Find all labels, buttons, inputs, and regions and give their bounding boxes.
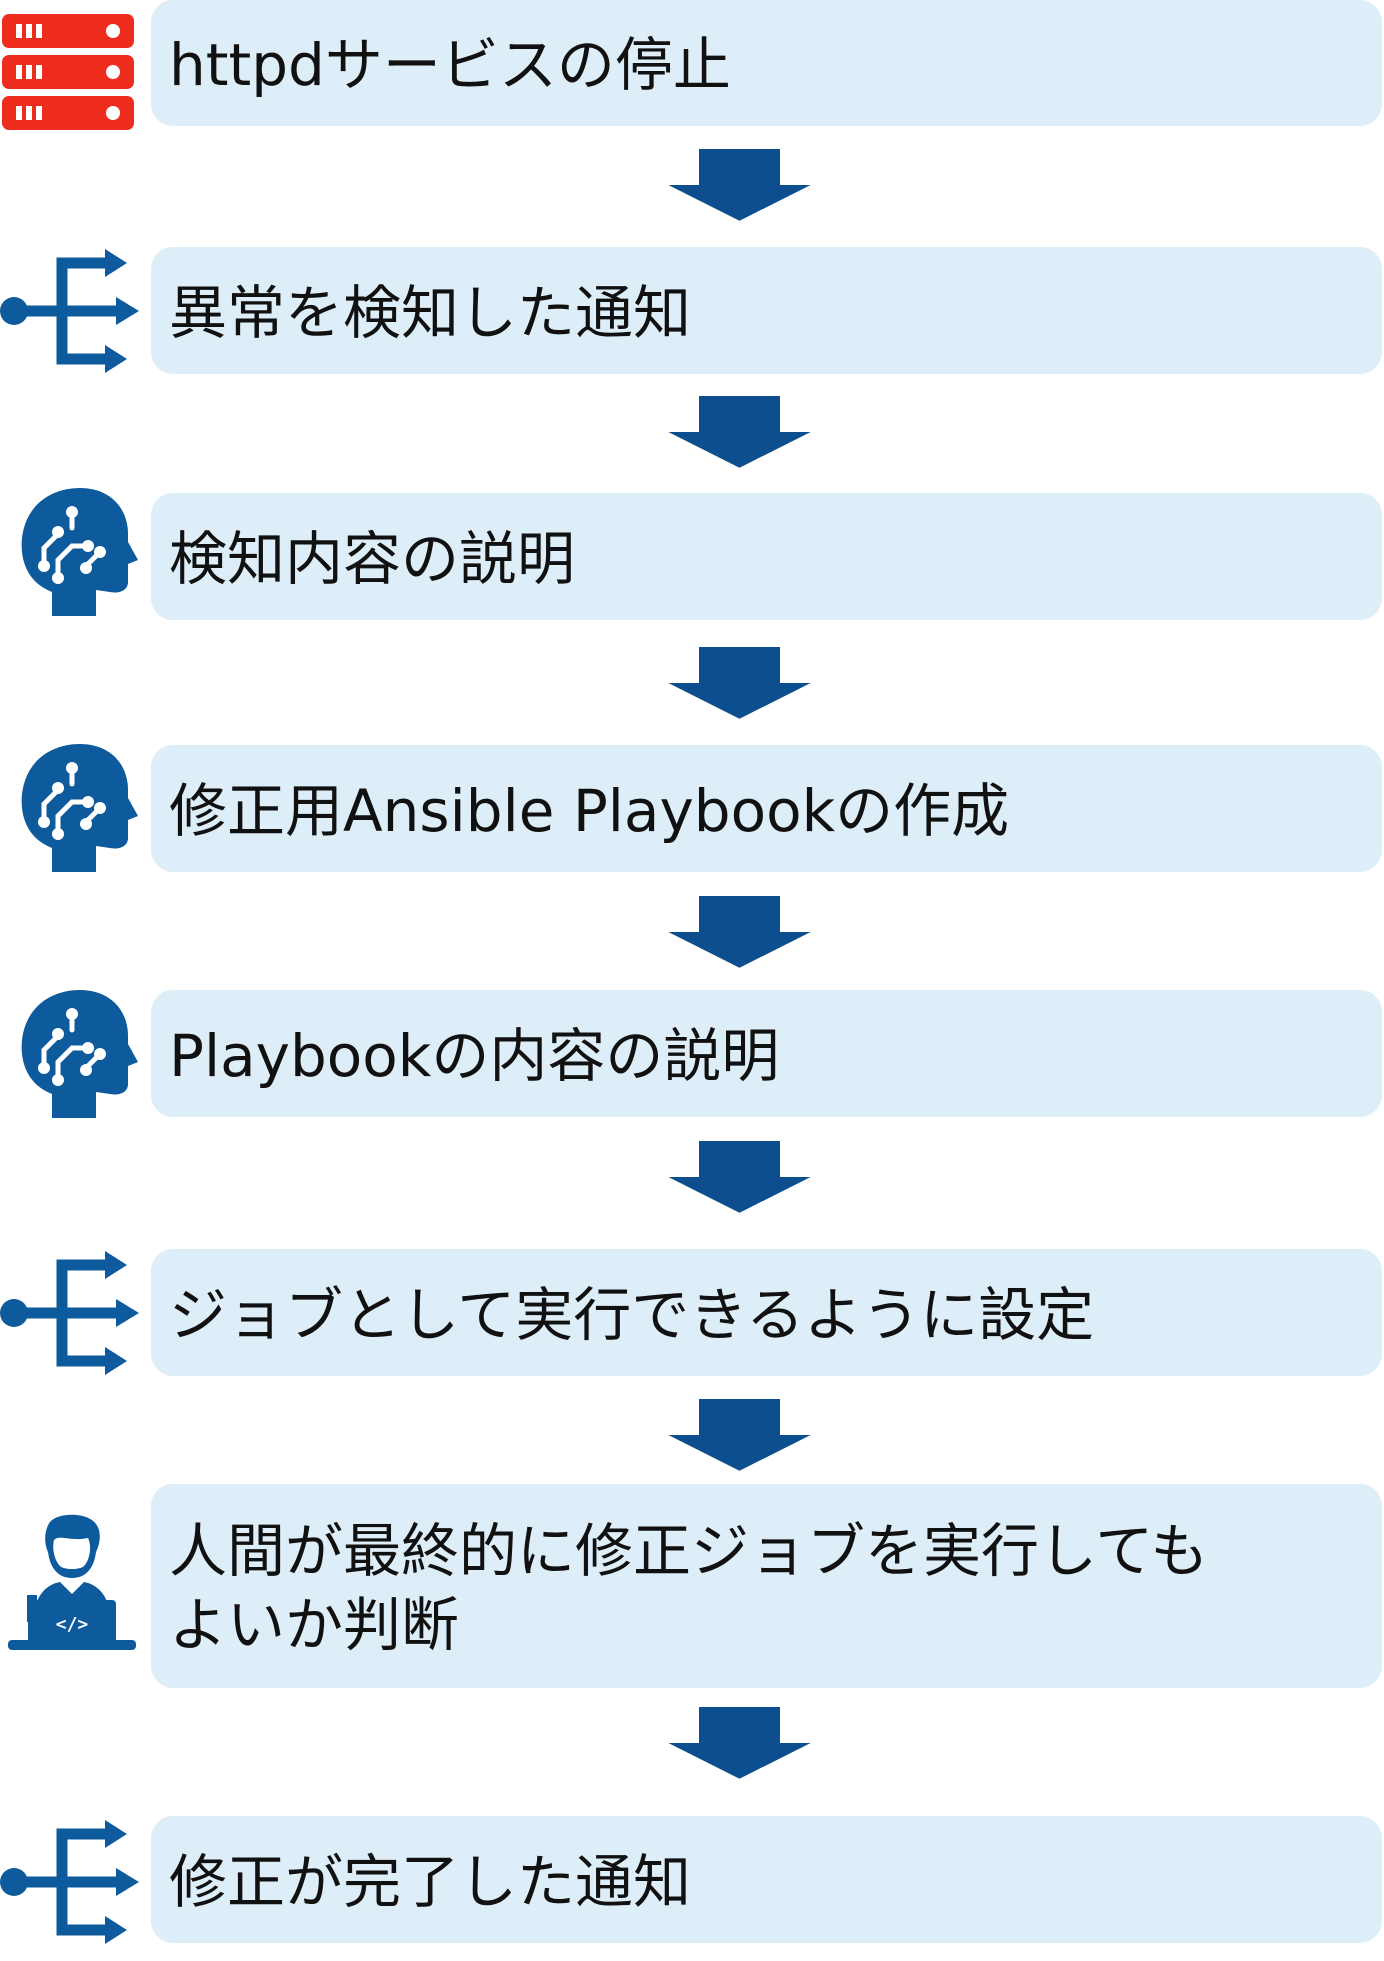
flow-step-5: Playbookの内容の説明 (151, 990, 1382, 1117)
flow-step-1: httpdサービスの停止 (151, 0, 1382, 126)
flow-step-2: 異常を検知した通知 (151, 247, 1382, 374)
ai-head-icon (21, 990, 138, 1118)
down-arrow-icon (659, 392, 820, 472)
flow-step-4: 修正用Ansible Playbookの作成 (151, 745, 1382, 872)
down-arrow-icon (659, 1703, 820, 1783)
down-arrow-icon (659, 1395, 820, 1475)
flow-step-3: 検知内容の説明 (151, 493, 1382, 620)
ai-head-icon (21, 744, 138, 872)
step-label: ジョブとして実行できるように設定 (169, 1280, 1095, 1349)
step-label: Playbookの内容の説明 (169, 1021, 780, 1090)
developer-icon: </> (8, 1514, 136, 1650)
down-arrow-icon (659, 892, 820, 972)
step-label: 異常を検知した通知 (169, 278, 692, 347)
flow-step-8: 修正が完了した通知 (151, 1816, 1382, 1943)
server-icon (2, 14, 134, 130)
share-arrows-icon (0, 1820, 139, 1944)
step-label: 修正用Ansible Playbookの作成 (169, 776, 1010, 845)
share-arrows-icon (0, 1251, 139, 1375)
step-label: 検知内容の説明 (169, 524, 576, 593)
down-arrow-icon (659, 145, 820, 225)
step-label: 人間が最終的に修正ジョブを実行しても よいか判断 (169, 1517, 1209, 1659)
step-label: 修正が完了した通知 (169, 1847, 692, 1916)
ai-head-icon (21, 488, 138, 616)
flow-step-6: ジョブとして実行できるように設定 (151, 1249, 1382, 1376)
flow-step-7: 人間が最終的に修正ジョブを実行しても よいか判断 (151, 1484, 1382, 1688)
down-arrow-icon (659, 1137, 820, 1217)
step-label: httpdサービスの停止 (169, 31, 731, 99)
down-arrow-icon (659, 643, 820, 723)
svg-text:</>: </> (56, 1614, 89, 1635)
share-arrows-icon (0, 249, 139, 373)
